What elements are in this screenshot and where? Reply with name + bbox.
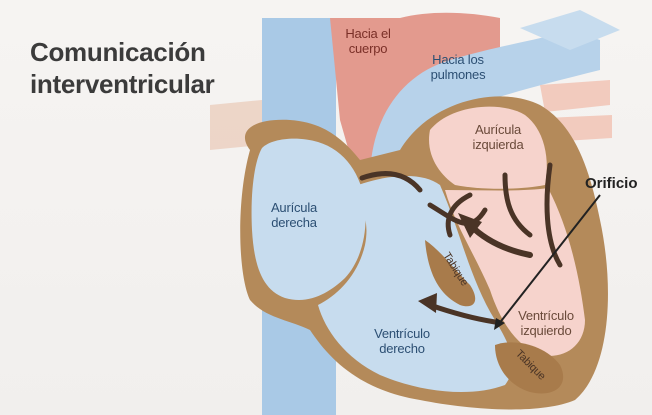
- label-left-atrium: Aurícula izquierda: [458, 122, 538, 152]
- label-orificio: Orificio: [585, 175, 638, 192]
- pulmonary-vein-upper: [540, 80, 610, 112]
- title-line-2: interventricular: [30, 68, 215, 100]
- label-right-atrium: Aurícula derecha: [262, 200, 326, 230]
- label-to-lungs: Hacia los pulmones: [418, 52, 498, 82]
- label-left-ventricle: Ventrículo izquierdo: [506, 308, 586, 338]
- title-line-1: Comunicación: [30, 36, 215, 68]
- diagram-title: Comunicación interventricular: [30, 36, 215, 100]
- label-right-ventricle: Ventrículo derecho: [362, 326, 442, 356]
- label-to-body: Hacia el cuerpo: [337, 26, 399, 56]
